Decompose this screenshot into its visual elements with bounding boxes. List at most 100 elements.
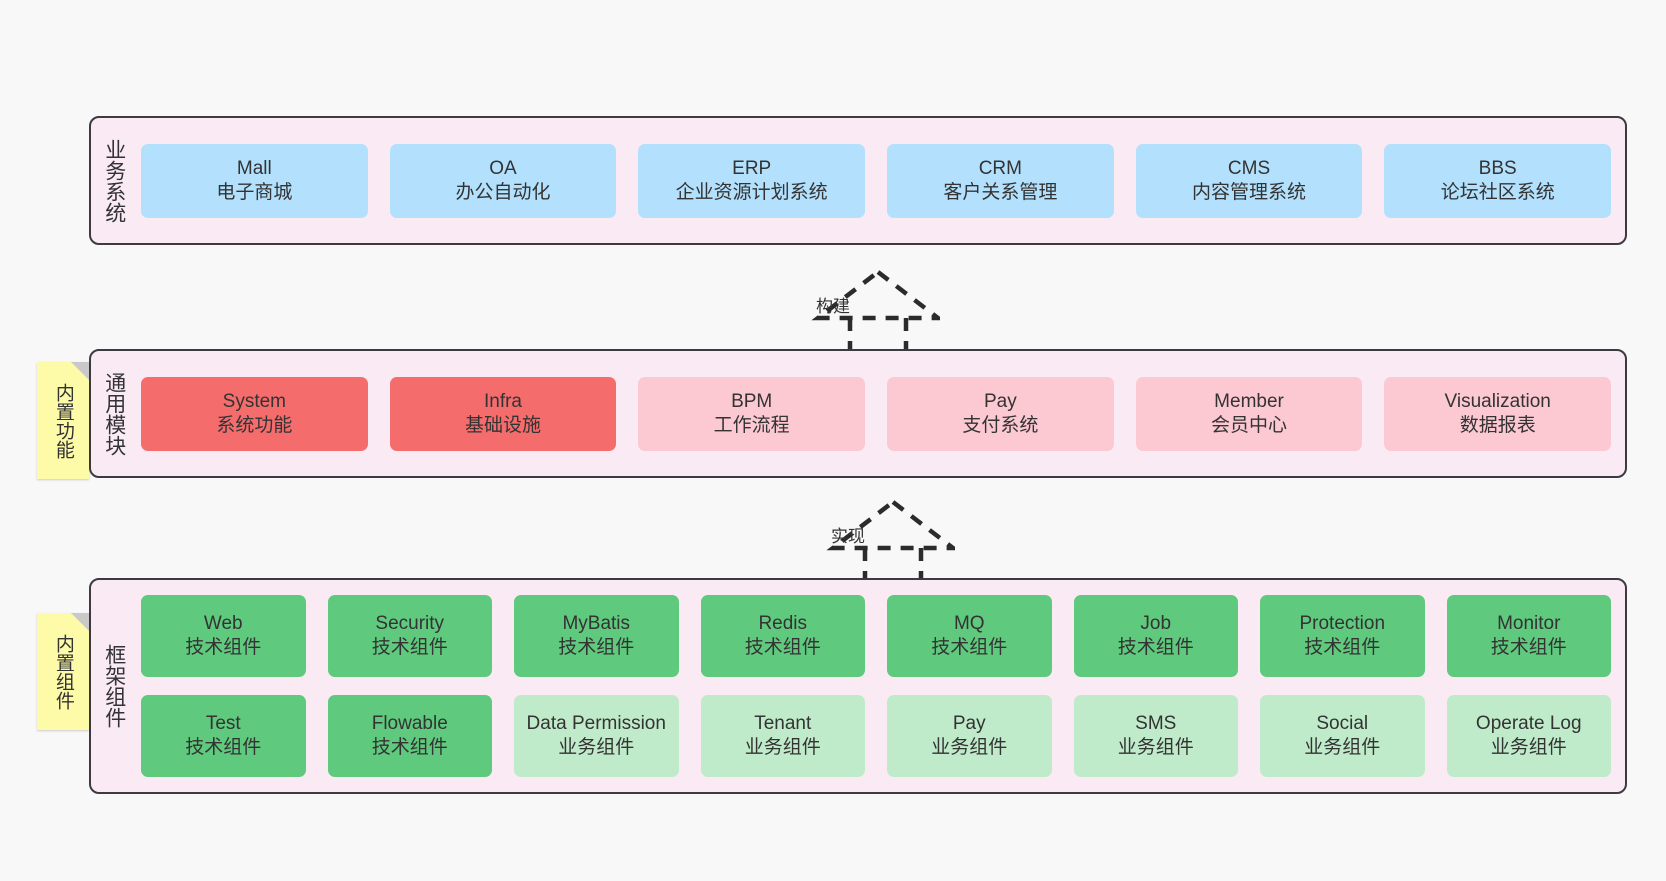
node-title-cn: 业务组件 xyxy=(1117,737,1194,758)
node-mall[interactable]: Mall 电子商城 xyxy=(141,143,368,218)
node-operate-log[interactable]: Operate Log 业务组件 xyxy=(1446,695,1611,777)
connector-implement-label: 实现 xyxy=(831,527,865,546)
node-title-en: ERP xyxy=(732,157,772,179)
node-title-en: BPM xyxy=(731,390,773,412)
note-builtin-function: 内置功能 xyxy=(37,362,89,479)
connector-build-arrow xyxy=(790,268,945,358)
node-title-en: System xyxy=(222,390,287,412)
note-label: 内置功能 xyxy=(52,382,74,459)
layer-common-module: 通用模块 System 系统功能 Infra 基础设施 BPM 工作流程 Pay… xyxy=(89,349,1627,478)
node-title-en: Member xyxy=(1214,390,1284,412)
node-title-cn: 技术组件 xyxy=(744,637,821,658)
node-redis[interactable]: Redis 技术组件 xyxy=(700,595,865,677)
node-title-cn: 技术组件 xyxy=(931,637,1008,658)
node-title-en: BBS xyxy=(1478,157,1517,179)
node-title-cn: 客户关系管理 xyxy=(943,181,1058,203)
connector-build-label: 构建 xyxy=(816,297,850,316)
row: Web 技术组件 Security 技术组件 MyBatis 技术组件 Redi… xyxy=(141,595,1611,677)
node-tenant[interactable]: Tenant 业务组件 xyxy=(700,695,865,777)
layer-body-framework-component: Web 技术组件 Security 技术组件 MyBatis 技术组件 Redi… xyxy=(137,580,1625,792)
node-title-cn: 技术组件 xyxy=(1490,637,1567,658)
node-web[interactable]: Web 技术组件 xyxy=(141,595,306,677)
node-social[interactable]: Social 业务组件 xyxy=(1260,695,1425,777)
node-title-en: Security xyxy=(375,613,445,635)
node-mybatis[interactable]: MyBatis 技术组件 xyxy=(514,595,679,677)
node-title-en: Social xyxy=(1316,713,1369,735)
node-cms[interactable]: CMS 内容管理系统 xyxy=(1135,143,1363,218)
node-mq[interactable]: MQ 技术组件 xyxy=(887,595,1052,677)
node-infra[interactable]: Infra 基础设施 xyxy=(389,376,617,451)
node-visualization[interactable]: Visualization 数据报表 xyxy=(1384,376,1612,451)
note-builtin-component: 内置组件 xyxy=(37,613,89,730)
node-title-en: MyBatis xyxy=(562,613,631,635)
node-crm[interactable]: CRM 客户关系管理 xyxy=(887,143,1114,218)
note-fold-corner-icon xyxy=(71,362,89,380)
node-monitor[interactable]: Monitor 技术组件 xyxy=(1446,595,1611,677)
node-title-cn: 支付系统 xyxy=(962,414,1039,436)
node-flowable[interactable]: Flowable 技术组件 xyxy=(327,695,492,777)
node-bpm[interactable]: BPM 工作流程 xyxy=(638,376,866,451)
node-title-en: Infra xyxy=(483,390,523,412)
node-title-en: SMS xyxy=(1135,713,1177,735)
node-title-en: Pay xyxy=(983,390,1017,412)
node-title-cn: 技术组件 xyxy=(1117,637,1194,658)
node-title-cn: 技术组件 xyxy=(558,637,635,658)
node-title-cn: 业务组件 xyxy=(931,737,1008,758)
node-title-cn: 企业资源计划系统 xyxy=(675,181,828,203)
node-title-cn: 会员中心 xyxy=(1211,414,1288,436)
node-title-cn: 技术组件 xyxy=(371,637,448,658)
node-title-cn: 基础设施 xyxy=(465,414,542,436)
node-title-cn: 业务组件 xyxy=(744,737,821,758)
node-title-cn: 电子商城 xyxy=(216,181,293,203)
node-job[interactable]: Job 技术组件 xyxy=(1073,595,1238,677)
generalization-arrow-icon xyxy=(826,499,960,586)
node-protection[interactable]: Protection 技术组件 xyxy=(1260,595,1425,677)
node-title-cn: 技术组件 xyxy=(1304,637,1381,658)
node-title-en: Monitor xyxy=(1497,613,1561,635)
node-title-en: Redis xyxy=(758,613,808,635)
node-title-en: Tenant xyxy=(754,713,812,735)
node-title-en: Operate Log xyxy=(1475,713,1582,735)
row: Test 技术组件 Flowable 技术组件 Data Permission … xyxy=(141,695,1611,777)
node-bbs[interactable]: BBS 论坛社区系统 xyxy=(1384,143,1612,218)
node-test[interactable]: Test 技术组件 xyxy=(141,695,306,777)
node-title-en: Flowable xyxy=(371,713,448,735)
node-data-permission[interactable]: Data Permission 业务组件 xyxy=(514,695,679,777)
node-title-cn: 办公自动化 xyxy=(455,181,551,203)
node-title-en: Job xyxy=(1140,613,1172,635)
node-title-cn: 数据报表 xyxy=(1459,414,1536,436)
node-title-cn: 业务组件 xyxy=(1490,737,1567,758)
node-security[interactable]: Security 技术组件 xyxy=(327,595,492,677)
layer-title-common-module: 通用模块 xyxy=(102,371,126,456)
node-title-cn: 内容管理系统 xyxy=(1192,181,1307,203)
node-title-en: Test xyxy=(205,713,241,735)
layer-framework-component: 框架组件 Web 技术组件 Security 技术组件 MyBatis 技术组件… xyxy=(89,578,1627,794)
node-title-cn: 业务组件 xyxy=(1304,737,1381,758)
node-member[interactable]: Member 会员中心 xyxy=(1135,376,1363,451)
node-title-cn: 系统功能 xyxy=(216,414,293,436)
node-oa[interactable]: OA 办公自动化 xyxy=(389,143,617,218)
layer-body-common-module: System 系统功能 Infra 基础设施 BPM 工作流程 Pay 支付系统… xyxy=(137,351,1625,476)
node-pay-component[interactable]: Pay 业务组件 xyxy=(887,695,1052,777)
node-title-cn: 工作流程 xyxy=(713,414,790,436)
node-title-en: Web xyxy=(203,613,243,635)
node-title-en: CMS xyxy=(1227,157,1271,179)
node-title-en: Pay xyxy=(952,713,986,735)
node-title-en: Visualization xyxy=(1444,390,1551,412)
node-title-cn: 业务组件 xyxy=(558,737,635,758)
node-title-en: MQ xyxy=(953,613,985,635)
node-system[interactable]: System 系统功能 xyxy=(141,376,368,451)
node-title-en: OA xyxy=(489,157,517,179)
node-sms[interactable]: SMS 业务组件 xyxy=(1073,695,1238,777)
node-title-en: CRM xyxy=(978,157,1022,179)
node-erp[interactable]: ERP 企业资源计划系统 xyxy=(638,143,866,218)
note-label: 内置组件 xyxy=(52,633,74,710)
node-title-en: Data Permission xyxy=(526,713,666,735)
node-pay[interactable]: Pay 支付系统 xyxy=(887,376,1114,451)
node-title-en: Protection xyxy=(1299,613,1386,635)
node-title-cn: 论坛社区系统 xyxy=(1440,181,1555,203)
note-fold-corner-icon xyxy=(71,613,89,631)
layer-title-framework-component: 框架组件 xyxy=(102,644,126,728)
row: System 系统功能 Infra 基础设施 BPM 工作流程 Pay 支付系统… xyxy=(141,376,1612,451)
layer-title-business-system: 业务系统 xyxy=(102,138,126,223)
